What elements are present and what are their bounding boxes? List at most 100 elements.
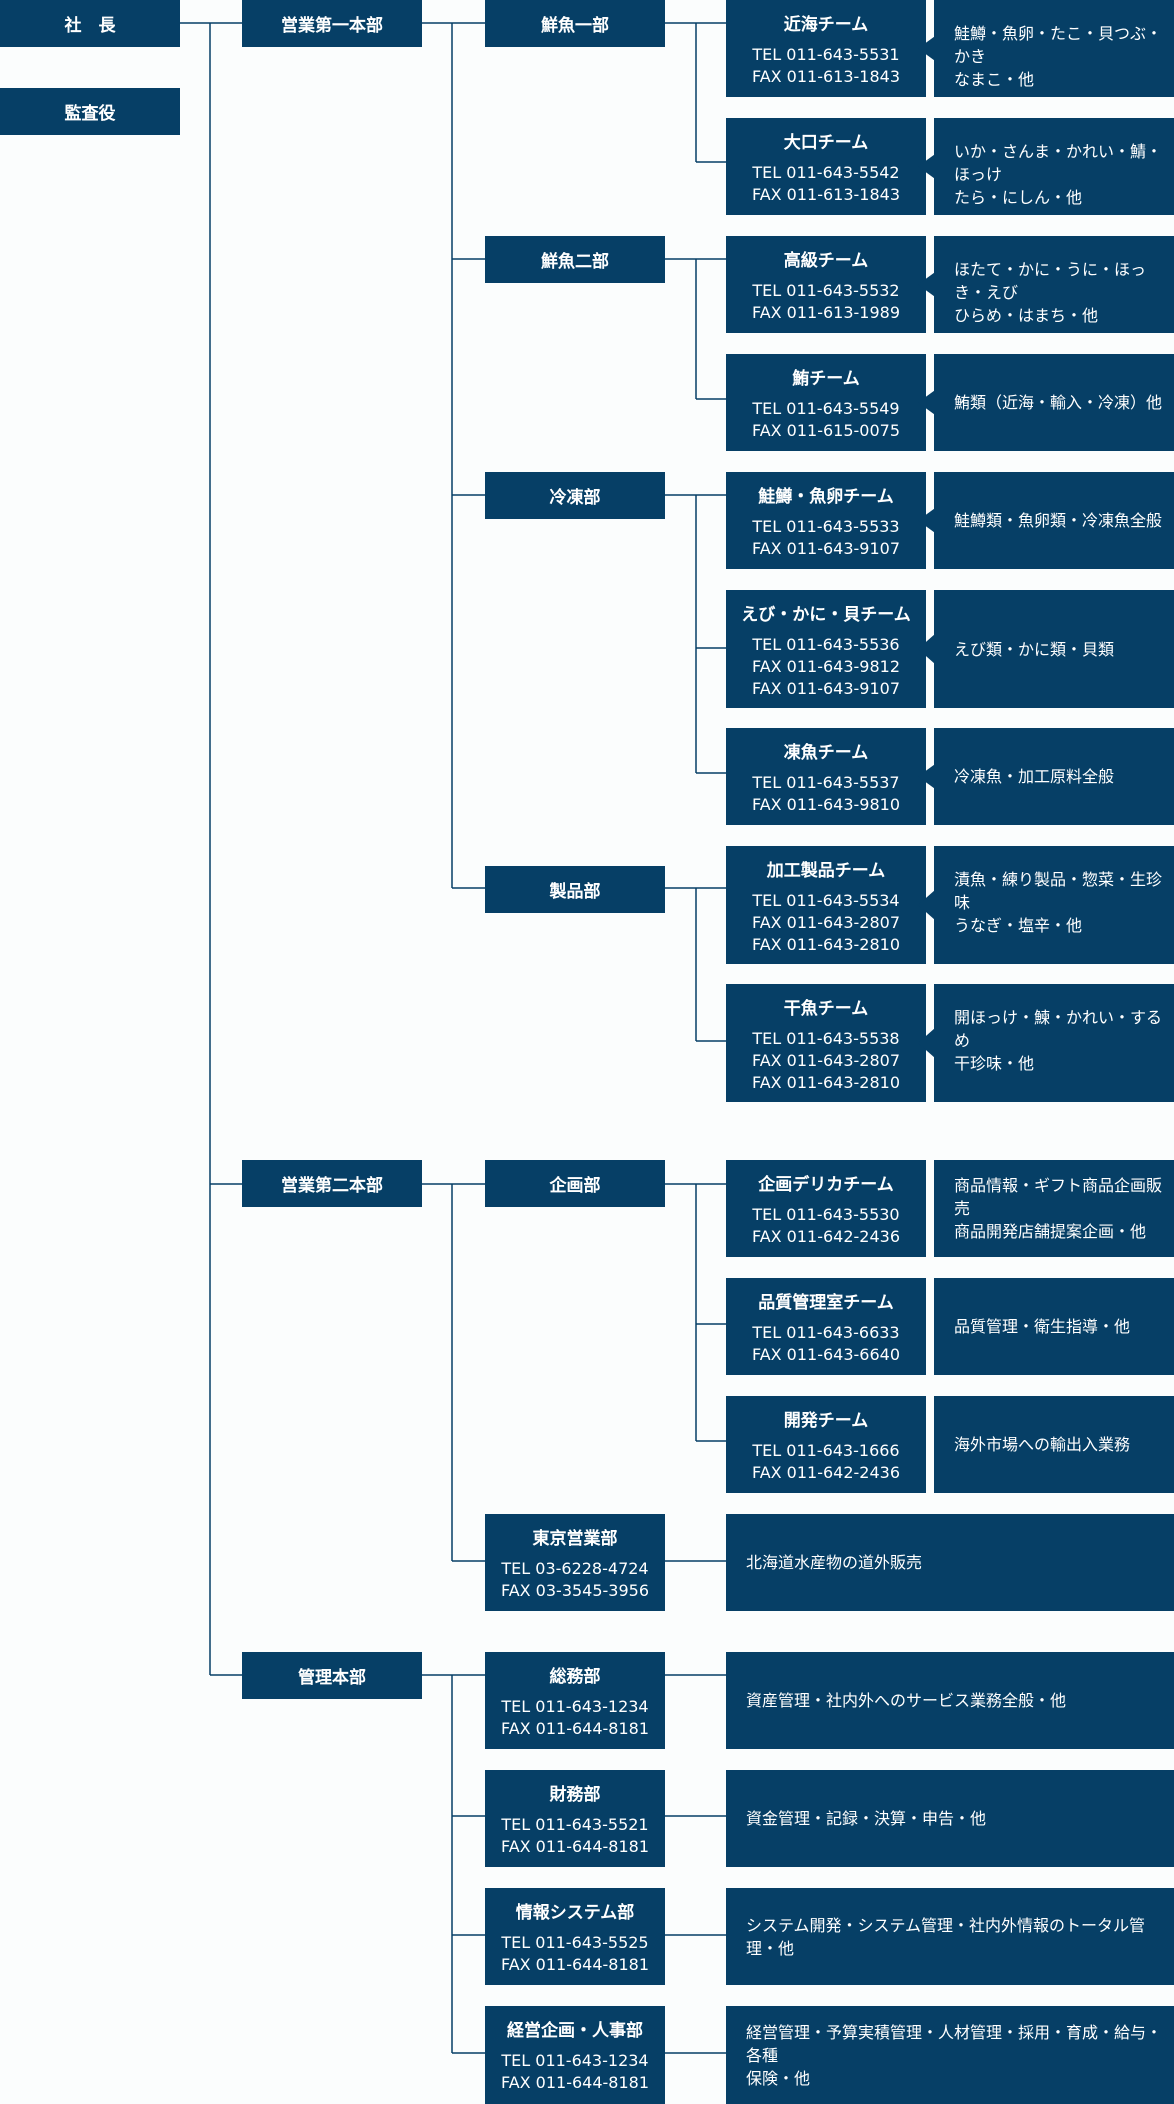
team-description: 鮭鱒・魚卵・たこ・貝つぶ・かきなまこ・他 — [918, 0, 1174, 97]
office-box: 東京営業部 TEL 03-6228-4724 FAX 03-3545-3956 — [485, 1514, 665, 1611]
office-name: 経営企画・人事部 — [507, 2021, 643, 2041]
team-tel: TEL 011-643-5537 — [752, 773, 900, 792]
team-name: 凍魚チーム — [783, 743, 869, 763]
description-line: 鮪類（近海・輸入・冷凍）他 — [954, 393, 1163, 412]
team-box: 高級チーム TEL 011-643-5532 FAX 011-613-1989 — [726, 236, 926, 333]
team-tel: TEL 011-643-1666 — [752, 1441, 900, 1460]
team-tel: TEL 011-643-5531 — [752, 45, 900, 64]
team-name: 加工製品チーム — [766, 861, 886, 881]
team-name: 干魚チーム — [783, 999, 869, 1019]
team-fax: FAX 011-643-9107 — [751, 539, 901, 558]
description-line: なまこ・他 — [954, 70, 1035, 89]
team-name: 開発チーム — [783, 1411, 869, 1431]
team-fax: FAX 011-643-9810 — [751, 795, 901, 814]
team-name: えび・かに・貝チーム — [741, 605, 911, 625]
division-box: 管理本部 — [242, 1652, 422, 1699]
department-box: 鮮魚一部 — [485, 0, 665, 47]
team-fax: FAX 011-643-2807 — [751, 1051, 901, 1070]
team-description: 商品情報・ギフト商品企画販売商品開発店舗提案企画・他 — [934, 1160, 1174, 1257]
team-box: 大口チーム TEL 011-643-5542 FAX 011-613-1843 — [726, 118, 926, 215]
description-line: 海外市場への輸出入業務 — [954, 1435, 1131, 1454]
auditor-label: 監査役 — [64, 104, 116, 124]
president-box: 社 長 — [0, 0, 180, 47]
team-description: 鮪類（近海・輸入・冷凍）他 — [918, 354, 1174, 451]
office-name: 東京営業部 — [532, 1529, 618, 1549]
office-fax: FAX 03-3545-3956 — [500, 1581, 650, 1600]
division-box: 営業第二本部 — [242, 1160, 422, 1207]
description-line: 北海道水産物の道外販売 — [746, 1553, 923, 1572]
team-name: 高級チーム — [783, 251, 869, 271]
team-fax: FAX 011-643-2810 — [751, 1073, 901, 1092]
team-description: 漬魚・練り製品・惣菜・生珍味うなぎ・塩辛・他 — [918, 846, 1174, 964]
office-fax: FAX 011-644-8181 — [500, 2073, 650, 2092]
office-tel: TEL 011-643-5525 — [501, 1933, 649, 1952]
team-description: 品質管理・衛生指導・他 — [934, 1278, 1174, 1375]
team-box: えび・かに・貝チーム TEL 011-643-5536 FAX 011-643-… — [726, 590, 926, 708]
team-box: 鮪チーム TEL 011-643-5549 FAX 011-615-0075 — [726, 354, 926, 451]
office-description: 経営管理・予算実積管理・人材管理・採用・育成・給与・ 各種保険・他 — [726, 2006, 1174, 2104]
description-line: ほたて・かに・うに・ほっき・えび — [954, 260, 1147, 302]
team-description: 海外市場への輸出入業務 — [934, 1396, 1174, 1493]
team-name: 鮭鱒・魚卵チーム — [758, 487, 894, 507]
team-description: 冷凍魚・加工原料全般 — [918, 728, 1174, 825]
team-tel: TEL 011-643-5533 — [752, 517, 900, 536]
team-fax: FAX 011-613-1989 — [751, 303, 901, 322]
team-box: 凍魚チーム TEL 011-643-5537 FAX 011-643-9810 — [726, 728, 926, 825]
team-fax: FAX 011-643-2807 — [751, 913, 901, 932]
team-fax: FAX 011-615-0075 — [751, 421, 901, 440]
description-line: 経営管理・予算実積管理・人材管理・採用・育成・給与・ 各種 — [746, 2022, 1163, 2065]
team-name: 近海チーム — [783, 15, 869, 35]
team-box: 加工製品チーム TEL 011-643-5534 FAX 011-643-280… — [726, 846, 926, 964]
team-name: 品質管理室チーム — [758, 1293, 894, 1313]
team-description: ほたて・かに・うに・ほっき・えびひらめ・はまち・他 — [918, 236, 1174, 333]
team-description: 鮭鱒類・魚卵類・冷凍魚全般 — [918, 472, 1174, 569]
team-fax: FAX 011-643-6640 — [751, 1345, 901, 1364]
team-tel: TEL 011-643-5534 — [752, 891, 900, 910]
description-line: 開ほっけ・鰊・かれい・するめ — [954, 1008, 1163, 1050]
office-box: 経営企画・人事部 TEL 011-643-1234 FAX 011-644-81… — [485, 2006, 665, 2104]
team-box: 干魚チーム TEL 011-643-5538 FAX 011-643-2807 … — [726, 984, 926, 1102]
description-line: えび類・かに類・貝類 — [954, 639, 1115, 659]
office-tel: TEL 03-6228-4724 — [501, 1559, 649, 1578]
team-tel: TEL 011-643-5542 — [752, 163, 900, 182]
office-tel: TEL 011-643-5521 — [501, 1815, 649, 1834]
team-tel: TEL 011-643-5530 — [752, 1205, 900, 1224]
office-fax: FAX 011-644-8181 — [500, 1719, 650, 1738]
description-line: 漬魚・練り製品・惣菜・生珍味 — [954, 870, 1163, 912]
team-name: 大口チーム — [783, 133, 869, 153]
team-tel: TEL 011-643-6633 — [752, 1323, 900, 1342]
team-tel: TEL 011-643-5538 — [752, 1029, 900, 1048]
team-fax: FAX 011-643-9107 — [751, 679, 901, 698]
division-label: 営業第二本部 — [281, 1176, 383, 1196]
team-fax: FAX 011-643-2810 — [751, 935, 901, 954]
description-line: いか・さんま・かれい・鯖・ほっけ — [954, 142, 1163, 184]
description-line: 干珍味・他 — [954, 1054, 1035, 1073]
team-box: 品質管理室チーム TEL 011-643-6633 FAX 011-643-66… — [726, 1278, 926, 1375]
office-fax: FAX 011-644-8181 — [500, 1837, 650, 1856]
office-description: 資産管理・社内外へのサービス業務全般・他 — [726, 1652, 1174, 1749]
team-tel: TEL 011-643-5532 — [752, 281, 900, 300]
team-tel: TEL 011-643-5549 — [752, 399, 900, 418]
team-box: 近海チーム TEL 011-643-5531 FAX 011-613-1843 — [726, 0, 926, 97]
office-tel: TEL 011-643-1234 — [501, 1697, 649, 1716]
team-tel: TEL 011-643-5536 — [752, 635, 900, 654]
department-label: 企画部 — [549, 1176, 601, 1196]
office-box: 財務部 TEL 011-643-5521 FAX 011-644-8181 — [485, 1770, 665, 1867]
team-fax: FAX 011-642-2436 — [751, 1227, 901, 1246]
description-line: 資金管理・記録・決算・申告・他 — [746, 1809, 987, 1828]
department-label: 冷凍部 — [549, 488, 601, 508]
division-box: 営業第一本部 — [242, 0, 422, 47]
team-box: 開発チーム TEL 011-643-1666 FAX 011-642-2436 — [726, 1396, 926, 1493]
department-box: 冷凍部 — [485, 472, 665, 519]
team-fax: FAX 011-613-1843 — [751, 185, 901, 204]
description-line: 資産管理・社内外へのサービス業務全般・他 — [746, 1691, 1067, 1710]
team-description: えび類・かに類・貝類 — [918, 590, 1174, 708]
description-line: 鮭鱒・魚卵・たこ・貝つぶ・かき — [954, 24, 1163, 66]
office-box: 総務部 TEL 011-643-1234 FAX 011-644-8181 — [485, 1652, 665, 1749]
team-box: 鮭鱒・魚卵チーム TEL 011-643-5533 FAX 011-643-91… — [726, 472, 926, 569]
description-line: 保険・他 — [746, 2068, 811, 2088]
description-line: 商品開発店舗提案企画・他 — [954, 1222, 1147, 1241]
office-description: システム開発・システム管理・社内外情報のトータル管理・他 — [726, 1888, 1174, 1985]
description-line: ひらめ・はまち・他 — [954, 306, 1099, 325]
